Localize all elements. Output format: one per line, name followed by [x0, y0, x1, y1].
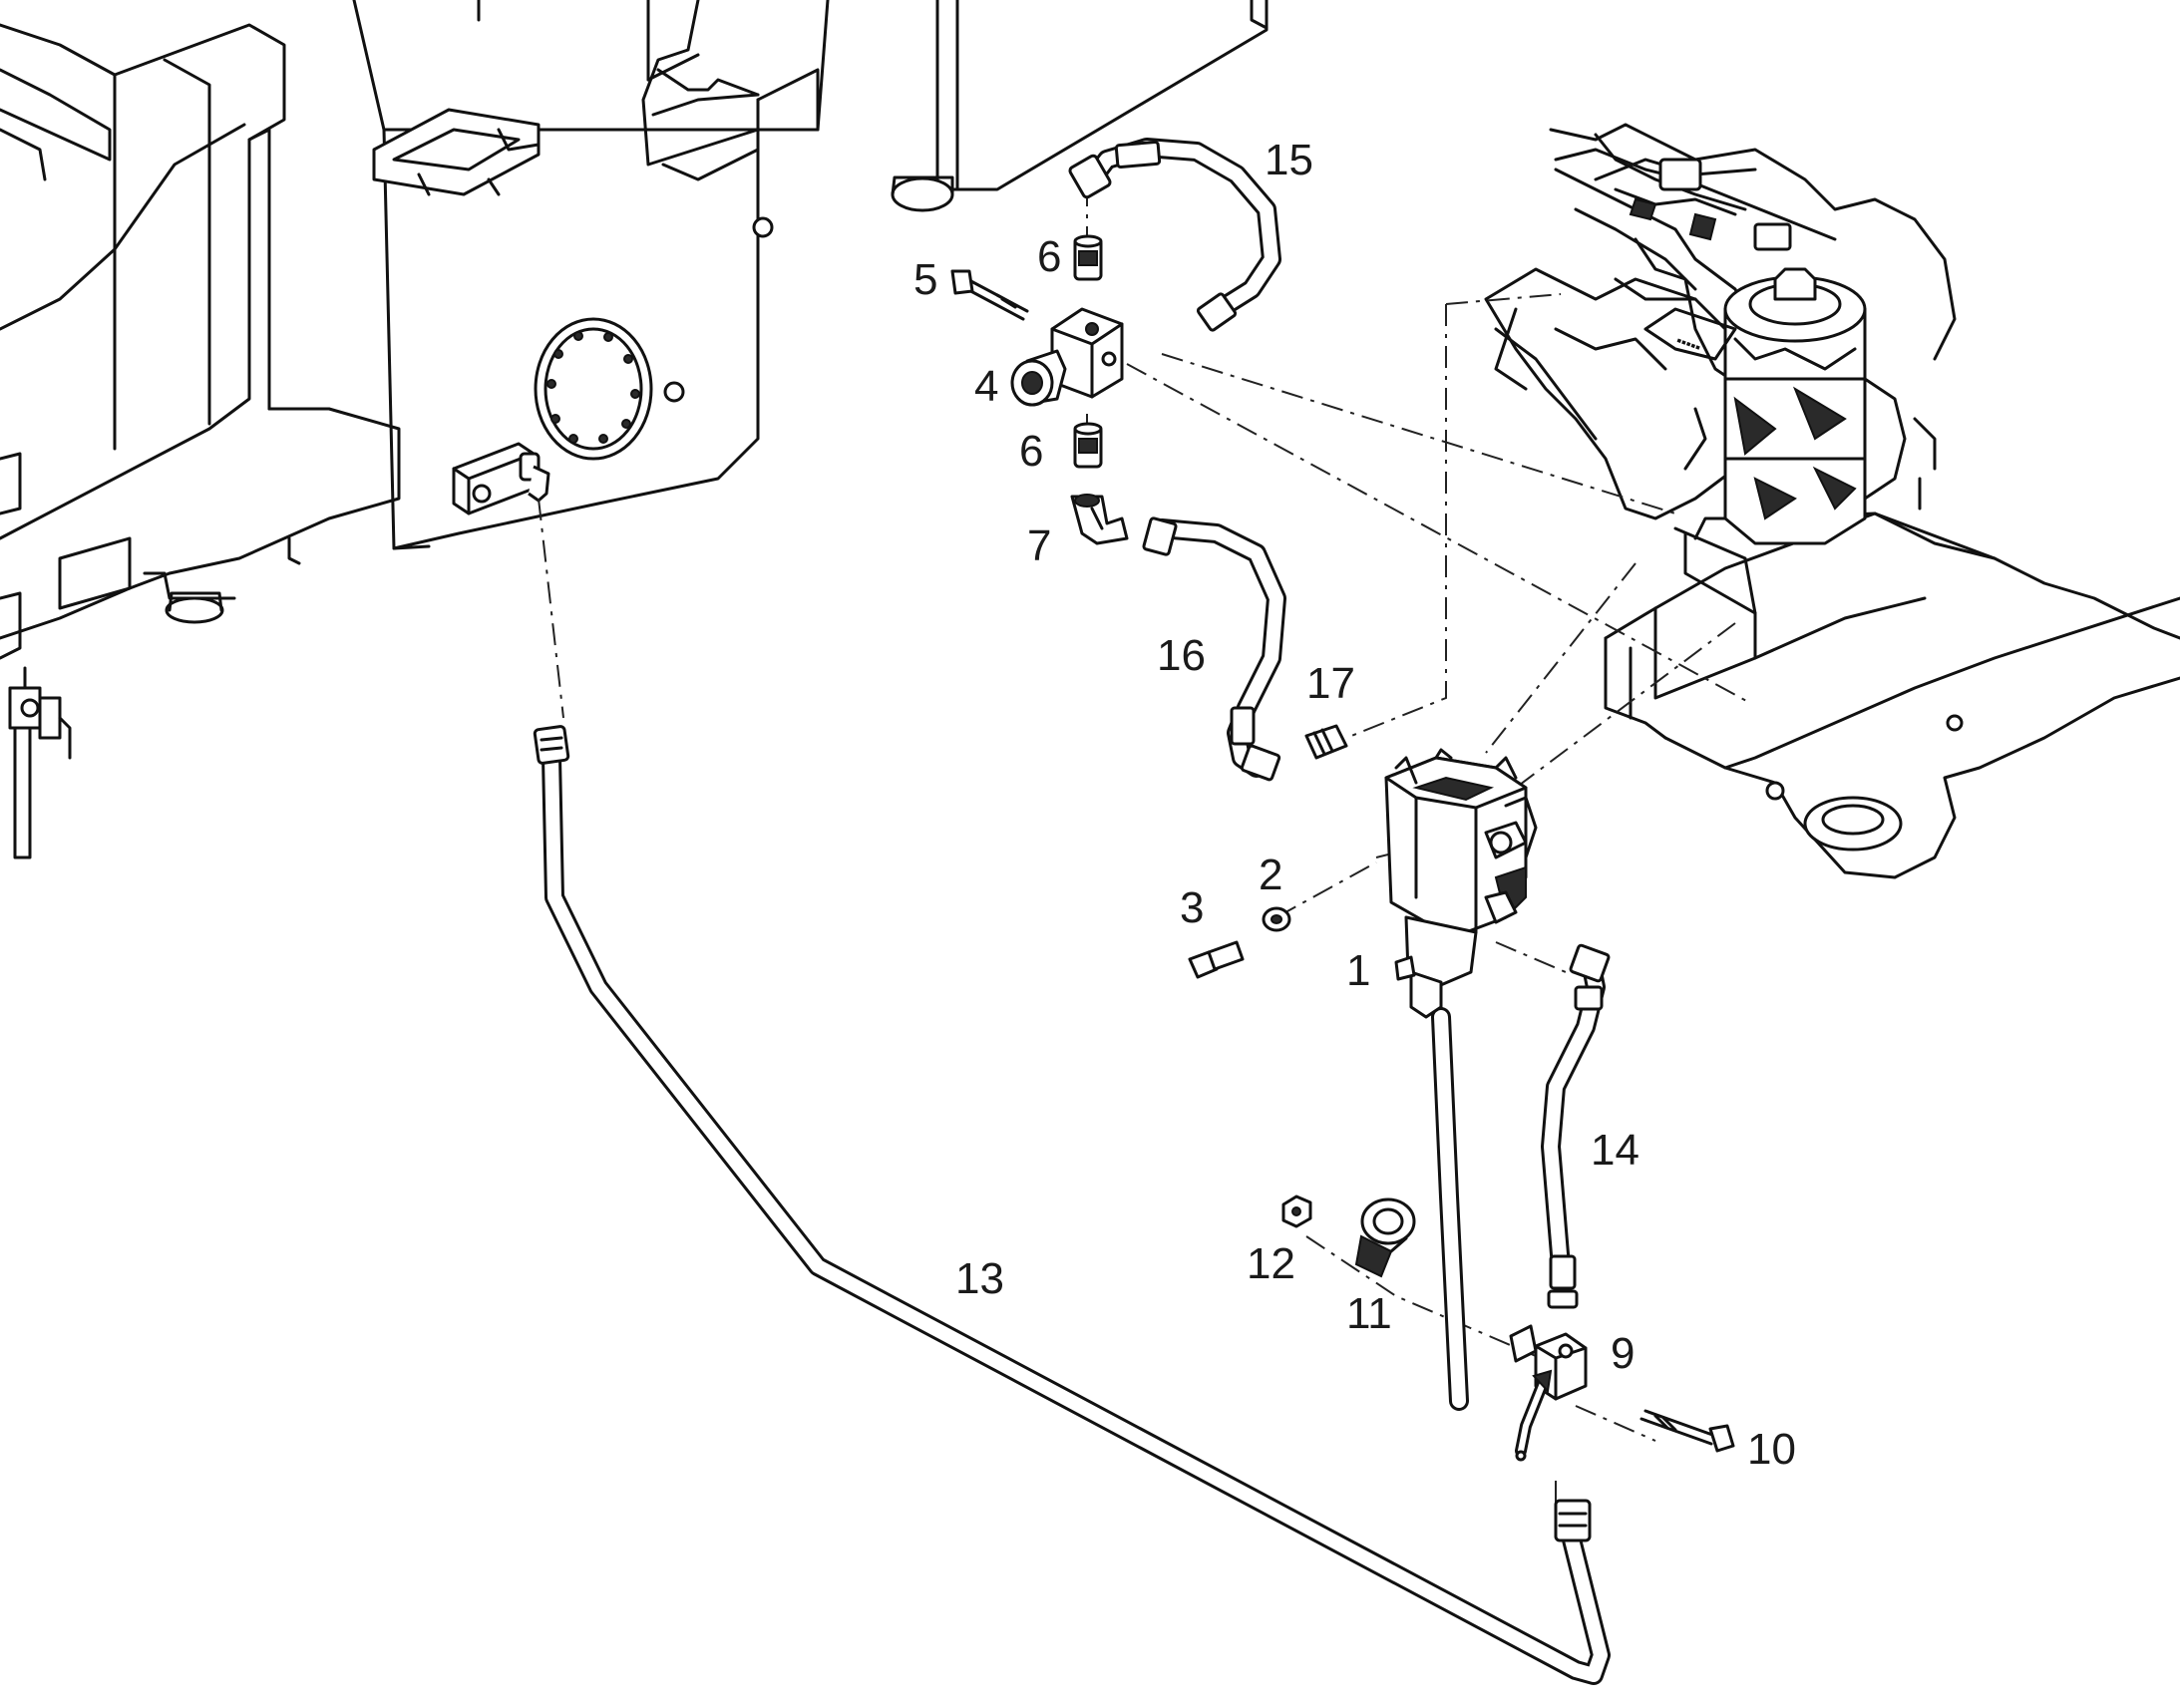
long-bolt — [1639, 1409, 1735, 1453]
svg-text:▪▪▪▪▪: ▪▪▪▪▪ — [1674, 332, 1703, 356]
label-3: 3 — [1180, 883, 1204, 932]
engine-assembly-right: ▪▪▪▪▪ — [1484, 123, 2180, 879]
air-filter-housing — [1723, 267, 1937, 545]
hose-13 — [542, 748, 1611, 1685]
label-16: 16 — [1157, 631, 1206, 680]
hex-nut — [1281, 1195, 1312, 1228]
machine-frame-center — [352, 0, 1269, 550]
label-6-upper: 6 — [1037, 232, 1061, 281]
label-13: 13 — [955, 1254, 1004, 1303]
hose-15 — [1082, 138, 1281, 321]
inspection-cover — [534, 317, 653, 461]
label-9: 9 — [1611, 1329, 1635, 1378]
drain-tube — [1431, 1007, 1469, 1411]
hose-16 — [1152, 518, 1286, 778]
washer — [1262, 906, 1291, 932]
label-17: 17 — [1306, 659, 1355, 708]
mounting-bolt — [1188, 940, 1245, 979]
adapter-fitting — [1304, 724, 1348, 760]
nipple-upper — [1073, 234, 1103, 281]
label-10: 10 — [1747, 1425, 1796, 1474]
valve-block — [1010, 307, 1124, 407]
assembly-leader-lines — [538, 184, 1751, 1506]
hose-end-fittings — [533, 140, 1611, 1542]
bolt — [950, 269, 1029, 321]
machine-frame-left — [0, 23, 401, 859]
fuel-filter-assembly — [1384, 748, 1538, 1019]
label-5: 5 — [913, 255, 937, 304]
label-2: 2 — [1259, 851, 1282, 899]
foot-pad — [165, 596, 224, 624]
label-15: 15 — [1265, 136, 1313, 184]
fuel-drain-fitting-left — [8, 666, 72, 859]
label-11: 11 — [1346, 1289, 1392, 1338]
label-14: 14 — [1591, 1126, 1639, 1175]
elbow-fitting — [1070, 494, 1129, 545]
drain-valve — [1509, 1324, 1588, 1462]
label-4: 4 — [974, 362, 998, 411]
label-12: 12 — [1247, 1239, 1295, 1288]
label-1: 1 — [1346, 946, 1370, 995]
label-7: 7 — [1027, 521, 1051, 570]
part-labels: 1 2 3 4 5 6 6 7 9 10 11 12 13 14 15 16 1… — [913, 136, 1796, 1474]
hose-clamp — [1354, 1197, 1416, 1278]
label-6-lower: 6 — [1019, 427, 1043, 476]
tank-outlet-fitting — [452, 442, 550, 515]
nipple-lower — [1073, 422, 1103, 469]
